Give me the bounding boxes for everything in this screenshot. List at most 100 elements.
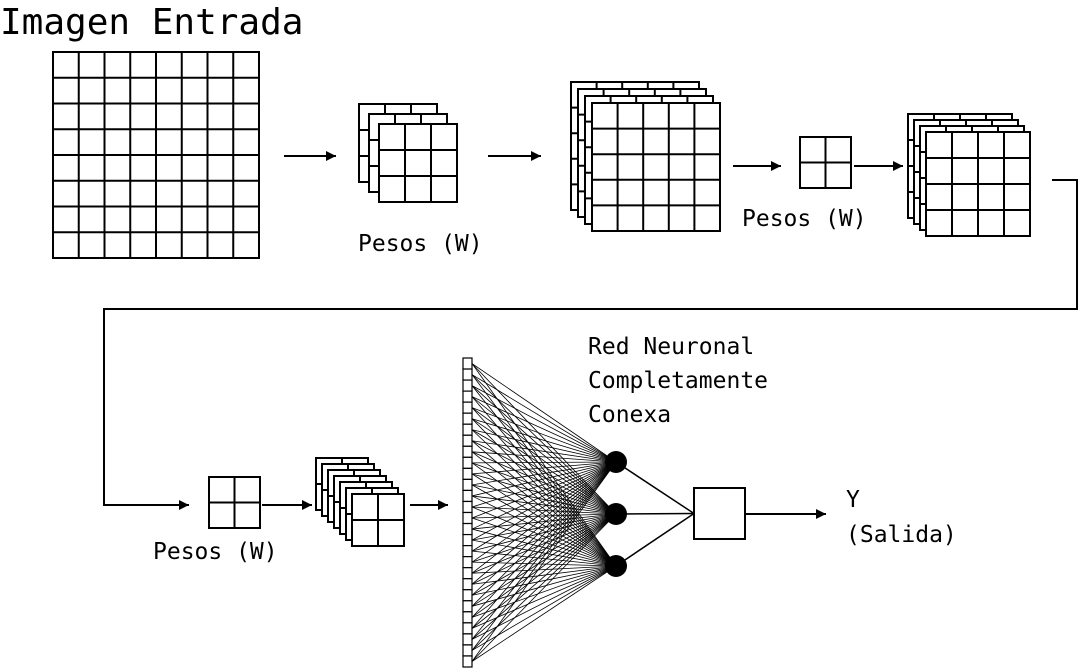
fc-connection — [471, 461, 617, 629]
fc-connection — [471, 396, 617, 515]
feature-maps-2 — [907, 113, 1031, 237]
neuron-to-output-link — [615, 461, 695, 515]
fc-connection — [471, 407, 617, 463]
fc-connection — [471, 461, 617, 607]
flatten-unit — [462, 655, 473, 668]
fc-label-line-3: Conexa — [588, 402, 671, 428]
fc-connection — [471, 461, 617, 464]
fc-connection — [471, 440, 617, 463]
feature-maps-1 — [570, 81, 721, 232]
fc-connection — [471, 473, 617, 567]
fc-connection — [471, 461, 617, 640]
flatten-unit — [462, 467, 473, 480]
neuron-to-output-link — [615, 512, 695, 567]
fc-connection — [471, 495, 617, 567]
fc-connection — [471, 528, 617, 567]
fc-connection — [471, 506, 617, 515]
flatten-unit — [462, 434, 473, 447]
feature-map-1-4-border — [591, 102, 721, 232]
fc-connection — [471, 565, 617, 651]
fc-connection — [471, 539, 617, 567]
flatten-unit — [462, 533, 473, 547]
fc-connection — [471, 385, 617, 515]
flatten-unit — [462, 578, 473, 591]
fc-connection — [471, 513, 617, 574]
feature-map-2-4 — [925, 131, 1031, 237]
fc-connection — [471, 484, 617, 567]
flatten-unit — [462, 589, 473, 602]
flow-arrows — [103, 151, 1078, 519]
fc-connection — [471, 565, 617, 574]
weights-label-3: Pesos (W) — [153, 539, 278, 565]
fc-connection — [471, 565, 617, 618]
output-node — [693, 487, 746, 540]
fc-connection — [471, 429, 617, 515]
fc-connection — [471, 513, 617, 563]
fc-connection — [471, 461, 617, 585]
weights-label-2: Pesos (W) — [742, 206, 867, 232]
flatten-unit — [462, 445, 473, 458]
fc-connection — [471, 513, 617, 519]
connector-wrap-line — [103, 179, 1078, 510]
fc-connection — [471, 461, 617, 530]
fc-connection — [471, 473, 617, 515]
fc-connection — [471, 550, 617, 567]
conv-filters-1 — [358, 103, 458, 203]
flatten-unit — [462, 357, 473, 370]
flatten-unit — [462, 633, 473, 646]
fc-connection — [471, 374, 617, 463]
fc-connection — [471, 461, 617, 475]
fc-connection — [471, 461, 617, 508]
fc-connection — [471, 385, 617, 463]
fc-connection — [471, 484, 617, 515]
flatten-unit — [462, 368, 473, 381]
fc-connection — [471, 495, 617, 515]
fc-connection — [471, 363, 617, 515]
flatten-unit — [462, 500, 473, 514]
fc-connection — [471, 513, 617, 541]
fc-connection — [471, 461, 617, 618]
input-grid — [52, 51, 260, 259]
fc-connection — [471, 396, 617, 567]
flatten-unit — [462, 644, 473, 657]
fc-connection — [471, 462, 617, 515]
fc-connection — [471, 461, 617, 497]
fc-connection — [471, 513, 617, 552]
pool-window-1 — [799, 136, 852, 189]
hidden-neuron — [605, 451, 627, 473]
feature-maps-3 — [315, 457, 405, 547]
flatten-unit — [462, 622, 473, 635]
hidden-neurons — [605, 451, 695, 577]
hidden-neuron — [605, 555, 627, 577]
fc-connection — [471, 418, 617, 567]
flatten-unit — [462, 423, 473, 436]
flatten-unit — [462, 412, 473, 425]
input-image-grid — [52, 51, 260, 259]
fc-connection — [471, 451, 617, 463]
fc-connection — [471, 461, 617, 519]
flatten-unit — [462, 456, 473, 469]
fc-label-line-1: Red Neuronal — [588, 334, 754, 360]
flatten-unit — [462, 522, 473, 536]
fc-label-line-2: Completamente — [588, 368, 768, 394]
fc-connection — [471, 363, 617, 463]
fc-connection — [471, 407, 617, 567]
fc-connection — [471, 506, 617, 567]
weights-label-1: Pesos (W) — [358, 231, 483, 257]
flatten-unit — [462, 379, 473, 392]
output-label-y: Y — [846, 487, 860, 513]
flatten-unit — [462, 545, 473, 558]
flatten-unit — [462, 556, 473, 569]
fc-connection — [471, 440, 617, 515]
fc-connections — [471, 363, 617, 662]
fc-connection — [471, 461, 617, 596]
fc-connection — [471, 513, 617, 662]
pooling-window-2 — [208, 476, 261, 529]
fc-connection — [471, 565, 617, 607]
fc-connection — [471, 461, 617, 541]
fc-connection — [471, 513, 617, 530]
fc-connection — [471, 429, 617, 463]
hidden-neuron — [605, 503, 627, 525]
fc-connection — [471, 440, 617, 567]
